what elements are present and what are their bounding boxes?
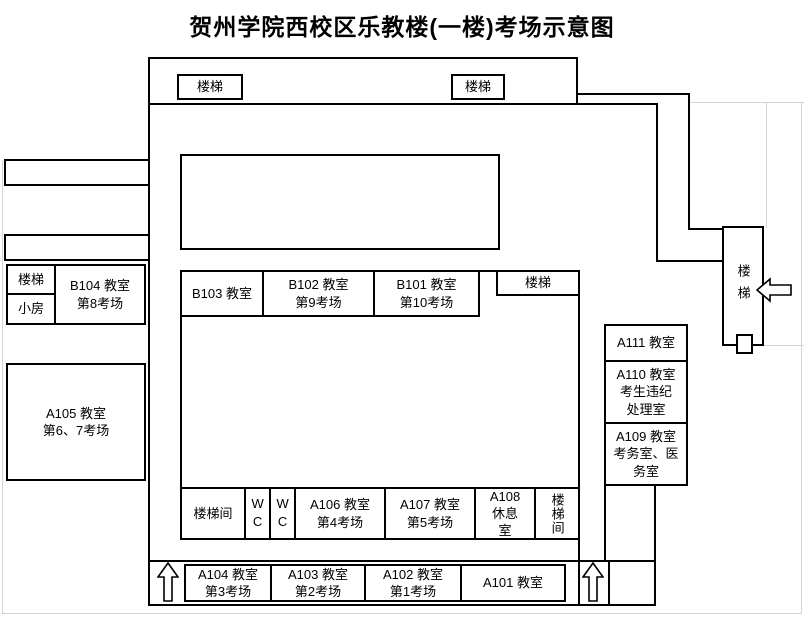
room-stair-top-left: 楼梯 xyxy=(177,74,243,100)
left-arrow-icon xyxy=(756,277,792,303)
stair-direction-arrow xyxy=(756,277,792,303)
room-wc-right: WC xyxy=(269,487,296,540)
room-b102: B102 教室 第9考场 xyxy=(262,270,375,317)
grid-line xyxy=(690,102,804,103)
top-corridor-outline xyxy=(148,57,578,105)
wall xyxy=(688,228,724,230)
wall xyxy=(656,103,658,262)
grid-line xyxy=(764,345,804,346)
room-stair-middle: 楼梯 xyxy=(496,270,580,296)
left-corridor-lower-outline xyxy=(4,234,150,261)
wall xyxy=(654,486,656,562)
wall xyxy=(578,538,580,606)
room-wc-left: WC xyxy=(244,487,271,540)
room-b104: B104 教室 第8考场 xyxy=(54,264,146,325)
up-arrow-icon xyxy=(582,562,604,602)
bottom-corridor-outline xyxy=(148,560,656,606)
room-stair-left-wing: 楼梯 xyxy=(6,264,56,295)
room-stair-right: 楼梯 xyxy=(722,226,764,346)
room-small: 小房 xyxy=(6,293,56,325)
wall xyxy=(688,93,690,230)
wall xyxy=(576,103,658,105)
wall xyxy=(576,93,690,95)
room-a111: A111 教室 xyxy=(604,324,688,362)
room-a106: A106 教室 第4考场 xyxy=(294,487,386,540)
grid-line xyxy=(801,102,802,613)
room-a104: A104 教室 第3考场 xyxy=(184,564,272,602)
room-b103: B103 教室 xyxy=(180,270,264,317)
left-corridor-upper-outline xyxy=(4,159,150,186)
up-arrow-icon xyxy=(157,562,179,602)
room-a103: A103 教室 第2考场 xyxy=(270,564,366,602)
large-hall-outline xyxy=(180,154,500,250)
room-a107: A107 教室 第5考场 xyxy=(384,487,476,540)
entrance-arrow-right xyxy=(582,562,604,602)
room-a101: A101 教室 xyxy=(460,564,566,602)
grid-line xyxy=(2,160,3,613)
grid-line xyxy=(766,102,767,228)
page-title: 贺州学院西校区乐教楼(一楼)考场示意图 xyxy=(189,14,615,40)
wall xyxy=(148,105,150,562)
room-a110: A110 教室 考生违纪 处理室 xyxy=(604,360,688,424)
grid-line xyxy=(2,613,802,614)
wall xyxy=(656,260,724,262)
room-a102: A102 教室 第1考场 xyxy=(364,564,462,602)
entrance-arrow-left xyxy=(157,562,179,602)
room-stairwell-left: 楼梯间 xyxy=(180,487,246,540)
room-a105: A105 教室 第6、7考场 xyxy=(6,363,146,481)
wall xyxy=(608,560,610,606)
room-b101: B101 教室 第10考场 xyxy=(373,270,480,317)
room-stairwell-right: 楼梯间 xyxy=(534,487,580,540)
room-stair-top-right: 楼梯 xyxy=(451,74,505,100)
wall xyxy=(604,486,606,562)
room-a108: A108 休息 室 xyxy=(474,487,536,540)
room-a109: A109 教室 考务室、医 务室 xyxy=(604,422,688,486)
stair-landing xyxy=(736,334,753,354)
